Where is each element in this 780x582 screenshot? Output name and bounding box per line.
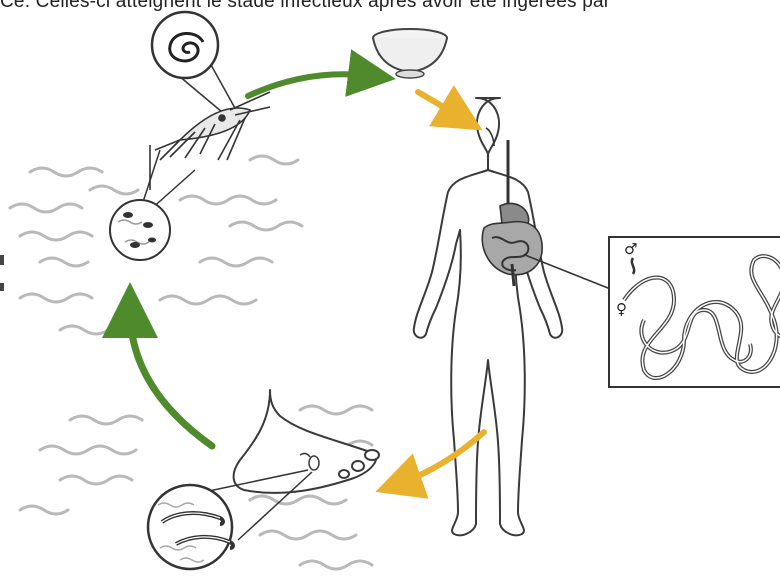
arrow-water-to-human xyxy=(418,92,462,118)
water-bowl-icon xyxy=(373,29,447,78)
copepods-zoom-circle xyxy=(110,150,195,260)
left-edge-mark xyxy=(0,283,4,291)
arrow-foot-to-copepod xyxy=(130,310,212,446)
adult-worms-box: ♂ ♀ xyxy=(609,237,780,387)
larva-zoom-circle xyxy=(152,12,236,112)
female-symbol: ♀ xyxy=(616,300,627,318)
copepod-icon xyxy=(150,92,270,190)
left-edge-mark xyxy=(0,255,4,265)
male-symbol: ♂ xyxy=(624,240,637,258)
